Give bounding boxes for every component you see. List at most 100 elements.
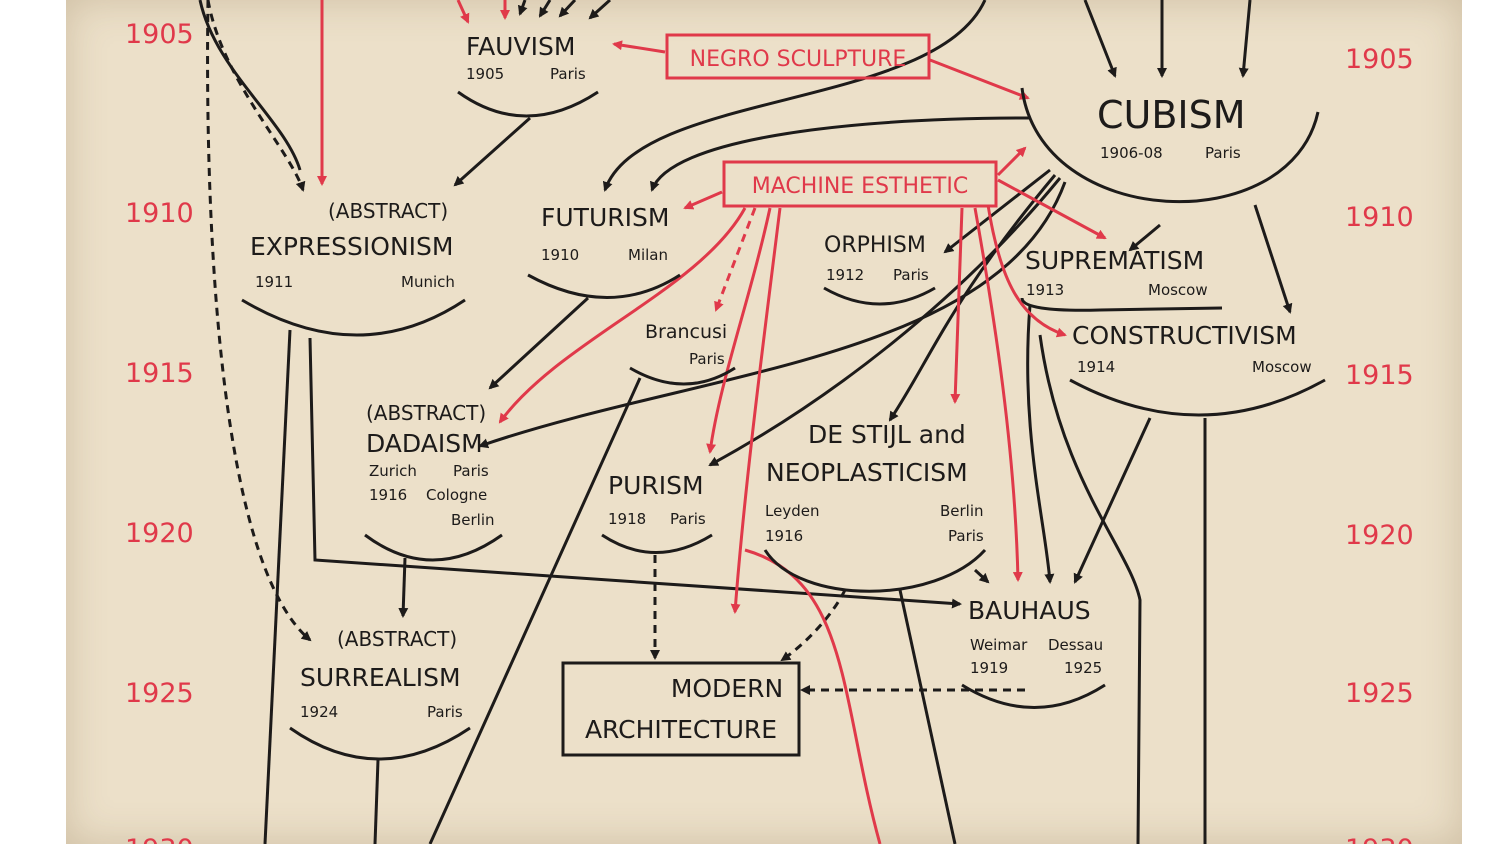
- connector: [986, 204, 1067, 338]
- arc-destijl: [763, 548, 987, 593]
- year-label-left: 1925: [125, 678, 194, 709]
- connector: [1253, 204, 1293, 314]
- movement-brancusi: Brancusi Paris: [645, 321, 727, 368]
- connector: [683, 190, 723, 210]
- movement-year: 1914: [1077, 358, 1115, 376]
- movement-year: 1906-08: [1100, 144, 1163, 162]
- arc-brancusi: [629, 366, 736, 386]
- connector: [997, 178, 1107, 240]
- movement-place: Leyden: [765, 502, 819, 520]
- timeline-left: 1905 1910 1915 1920 1925 1930: [125, 19, 194, 844]
- movement-year: 1916: [765, 527, 803, 545]
- connector: [706, 207, 772, 454]
- year-label-right: 1905: [1345, 44, 1414, 75]
- connector: [1083, 0, 1117, 78]
- movement-name: DE STIJL and: [808, 420, 966, 449]
- movement-year: 1924: [300, 703, 338, 721]
- year-label-left: 1920: [125, 518, 194, 549]
- connector: [973, 207, 1023, 582]
- modern-architecture-box: MODERN ARCHITECTURE: [561, 661, 801, 757]
- label: ARCHITECTURE: [585, 715, 777, 744]
- arc-purism: [601, 533, 713, 554]
- connector: [558, 0, 577, 18]
- arc-expressionism: [241, 298, 466, 337]
- connector: [308, 337, 962, 609]
- connector: [1073, 417, 1152, 584]
- movement-year: 1916: [369, 486, 407, 504]
- movement-arcs: [241, 87, 1326, 761]
- connector: [453, 116, 531, 187]
- connector: [888, 174, 1057, 422]
- movement-expressionism: (ABSTRACT) EXPRESSIONISM 1911 Munich: [250, 199, 455, 291]
- movement-year: 1905: [466, 65, 504, 83]
- connector: [708, 177, 1062, 467]
- year-label-left: 1910: [125, 198, 194, 229]
- connector: [588, 0, 612, 20]
- movement-name: DADAISM: [366, 429, 483, 458]
- movement-place: Paris: [670, 510, 706, 528]
- connector: [730, 207, 782, 614]
- arc-surrealism: [289, 726, 471, 761]
- connector: [198, 0, 302, 171]
- movement-suprematism: SUPREMATISM 1913 Moscow: [1025, 246, 1208, 299]
- movement-name: CUBISM: [1097, 93, 1246, 137]
- year-label-right: 1920: [1345, 520, 1414, 551]
- movement-orphism: ORPHISM 1912 Paris: [824, 233, 929, 284]
- movement-place: Munich: [401, 273, 455, 291]
- movement-place: Berlin: [940, 502, 984, 520]
- year-label-right: 1915: [1345, 360, 1414, 391]
- arc-suprematism: [1020, 297, 1223, 312]
- movement-name: ORPHISM: [824, 233, 926, 258]
- influence-machine-esthetic: MACHINE ESTHETIC: [722, 160, 998, 208]
- connector: [950, 207, 964, 404]
- influence-negro-sculpture: NEGRO SCULPTURE: [665, 33, 931, 80]
- movement-name: EXPRESSIONISM: [250, 232, 453, 261]
- connector: [1026, 304, 1055, 584]
- connector: [1038, 334, 1142, 844]
- movement-prefix: (ABSTRACT): [328, 199, 448, 223]
- connector: [206, 0, 306, 192]
- connector: [498, 207, 747, 424]
- movement-place: Moscow: [1148, 281, 1208, 299]
- movement-name: SURREALISM: [300, 663, 461, 692]
- paper-background: [66, 0, 1462, 844]
- movement-dadaism: (ABSTRACT) DADAISM Zurich Paris 1916 Col…: [366, 401, 495, 529]
- movement-year: 1919: [970, 659, 1008, 677]
- movement-fauvism: FAUVISM 1905 Paris: [466, 32, 586, 83]
- movement-year: 1910: [541, 246, 579, 264]
- movement-place: Paris: [948, 527, 984, 545]
- connector: [488, 296, 590, 390]
- movement-place: Berlin: [451, 511, 495, 529]
- connector: [398, 557, 409, 618]
- movement-prefix: (ABSTRACT): [366, 401, 486, 425]
- connector: [428, 377, 642, 844]
- connector: [206, 0, 312, 642]
- arc-constructivism: [1069, 378, 1326, 417]
- movement-place: Dessau: [1048, 636, 1103, 654]
- movement-purism: PURISM 1918 Paris: [608, 471, 706, 528]
- arc-futurism: [527, 273, 681, 299]
- connector: [1128, 223, 1161, 252]
- movement-futurism: FUTURISM 1910 Milan: [541, 203, 669, 264]
- connector: [996, 146, 1027, 177]
- movement-place: Paris: [893, 266, 929, 284]
- movement-name: SUPREMATISM: [1025, 246, 1204, 275]
- movement-place: Paris: [550, 65, 586, 83]
- movement-place: Zurich: [369, 462, 417, 480]
- movement-name: BAUHAUS: [968, 596, 1091, 625]
- year-label-right: 1925: [1345, 678, 1414, 709]
- year-label-right: 1930: [1345, 834, 1414, 844]
- arc-fauvism: [457, 90, 599, 118]
- connector: [714, 207, 757, 312]
- connector: [780, 589, 847, 662]
- movement-constructivism: CONSTRUCTIVISM 1914 Moscow: [1072, 321, 1312, 376]
- movement-surrealism: (ABSTRACT) SURREALISM 1924 Paris: [300, 627, 463, 721]
- movement-cubism: CUBISM 1906-08 Paris: [1097, 93, 1246, 162]
- connector: [943, 168, 1051, 254]
- connector: [973, 568, 990, 584]
- movement-place: Cologne: [426, 486, 487, 504]
- arc-orphism: [823, 286, 936, 306]
- movement-bauhaus: BAUHAUS Weimar Dessau 1919 1925: [968, 596, 1103, 677]
- movement-year: 1911: [255, 273, 293, 291]
